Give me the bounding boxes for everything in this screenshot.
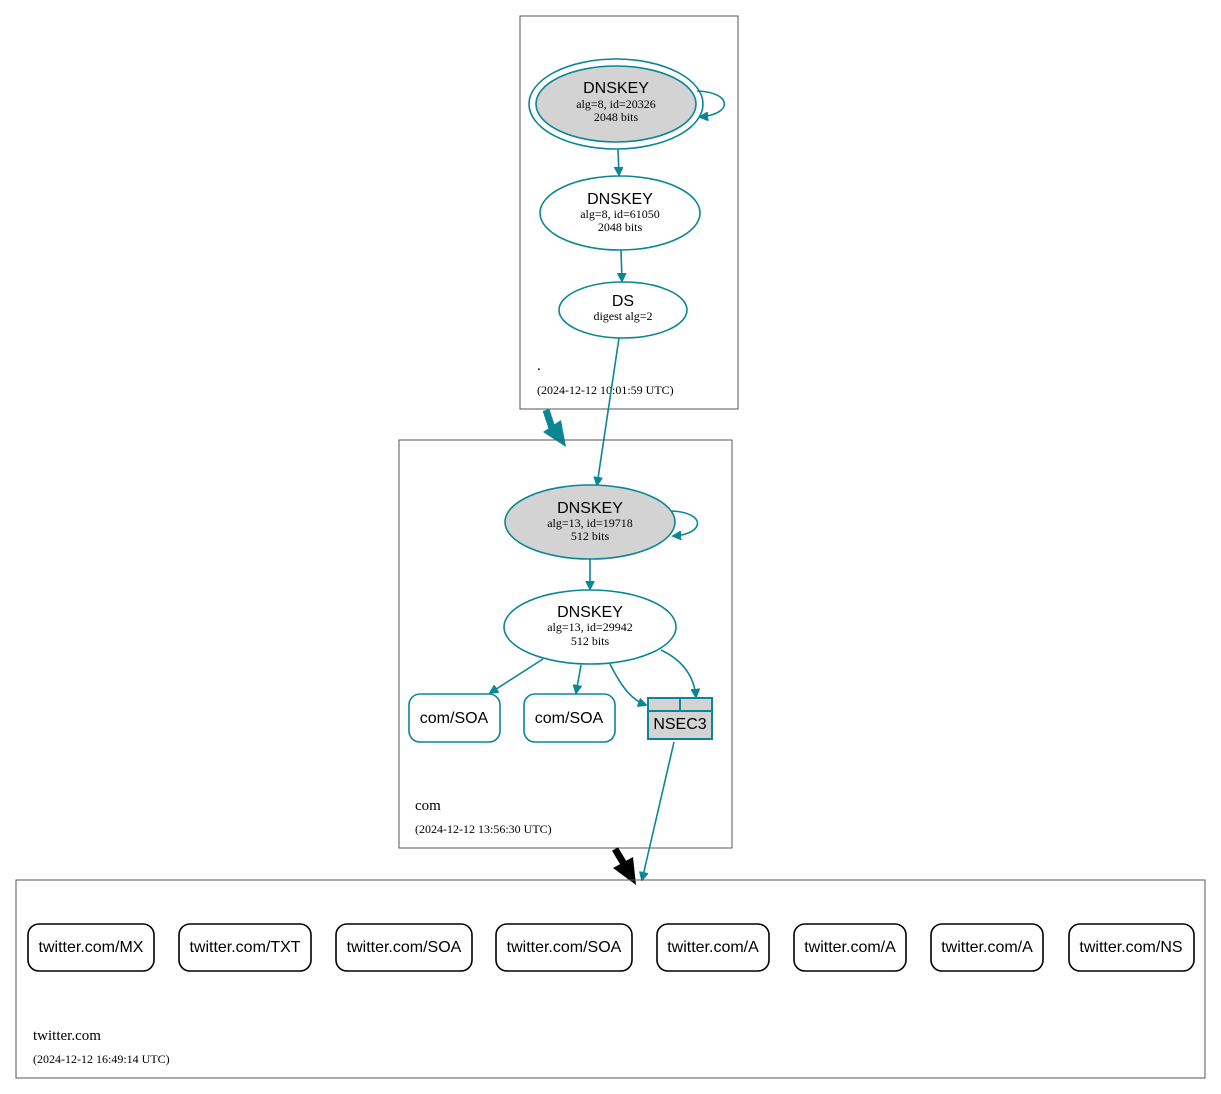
com-ksk-line1: alg=13, id=19718	[547, 516, 633, 530]
twitter-rrset-label: twitter.com/MX	[39, 939, 144, 956]
root-zsk-line1: alg=8, id=61050	[580, 207, 660, 221]
twitter-zone-timestamp: (2024-12-12 16:49:14 UTC)	[33, 1052, 170, 1066]
com-zone-name: com	[415, 798, 441, 814]
root-zsk-title: DNSKEY	[587, 191, 653, 208]
zone-twitter: twitter.com/MX twitter.com/TXT twitter.c…	[15, 879, 1206, 1079]
twitter-soa-node-1[interactable]: twitter.com/SOA	[335, 923, 473, 972]
com-zone-timestamp: (2024-12-12 13:56:30 UTC)	[415, 822, 552, 836]
twitter-mx-node[interactable]: twitter.com/MX	[27, 923, 155, 972]
root-ksk-to-zsk-edge	[618, 148, 619, 175]
com-ksk-node[interactable]: DNSKEY alg=13, id=19718 512 bits	[504, 484, 676, 560]
root-zone-timestamp: (2024-12-12 10:01:59 UTC)	[537, 383, 674, 397]
com-nsec3-node[interactable]: NSEC3	[647, 697, 713, 740]
com-zsk-line1: alg=13, id=29942	[547, 620, 633, 634]
root-zone-name: .	[537, 358, 541, 374]
twitter-a-node-3[interactable]: twitter.com/A	[930, 923, 1044, 972]
twitter-txt-node[interactable]: twitter.com/TXT	[178, 923, 312, 972]
com-nsec3-label: NSEC3	[653, 716, 706, 733]
root-ds-line1: digest alg=2	[593, 309, 652, 323]
root-zsk-node[interactable]: DNSKEY alg=8, id=61050 2048 bits	[539, 175, 701, 251]
nsec3-to-twitter-edge	[642, 741, 675, 880]
root-ds-node[interactable]: DS digest alg=2	[558, 281, 688, 339]
root-ksk-title: DNSKEY	[583, 80, 649, 97]
twitter-ns-node[interactable]: twitter.com/NS	[1068, 923, 1195, 972]
twitter-rrset-label: twitter.com/A	[667, 939, 759, 956]
twitter-a-node-2[interactable]: twitter.com/A	[793, 923, 907, 972]
root-ksk-line1: alg=8, id=20326	[576, 97, 656, 111]
twitter-zone-name: twitter.com	[33, 1028, 101, 1044]
delegation-root-to-com	[542, 408, 566, 447]
root-ds-title: DS	[612, 293, 634, 310]
com-zsk-to-nsec3-edge-a	[609, 663, 646, 705]
root-ksk-line2: 2048 bits	[594, 110, 639, 124]
twitter-rrset-label: twitter.com/NS	[1079, 939, 1182, 956]
zone-root-box	[519, 15, 739, 410]
root-zsk-to-ds-edge	[621, 249, 622, 281]
com-zsk-node[interactable]: DNSKEY alg=13, id=29942 512 bits	[503, 589, 677, 665]
zone-root: DNSKEY alg=8, id=20326 2048 bits DNSKEY …	[519, 15, 739, 410]
twitter-rrset-label: twitter.com/SOA	[347, 939, 462, 956]
root-ds-to-com-ksk-edge	[597, 337, 620, 485]
com-ksk-line2: 512 bits	[571, 529, 610, 543]
zone-twitter-box	[15, 879, 1206, 1079]
zone-com-box	[398, 439, 733, 849]
com-zsk-to-soa-1-edge	[490, 658, 544, 693]
com-ksk-title: DNSKEY	[557, 500, 623, 517]
com-zsk-title: DNSKEY	[557, 604, 623, 621]
delegation-com-to-twitter	[611, 847, 636, 885]
twitter-rrset-label: twitter.com/A	[941, 939, 1033, 956]
zone-com: DNSKEY alg=13, id=19718 512 bits DNSKEY …	[398, 439, 733, 849]
com-ksk-self-edge	[670, 510, 699, 536]
com-soa-node-2[interactable]: com/SOA	[523, 693, 616, 743]
com-soa-label-1: com/SOA	[420, 710, 489, 727]
twitter-rrset-label: twitter.com/TXT	[189, 939, 300, 956]
root-ksk-node[interactable]: DNSKEY alg=8, id=20326 2048 bits	[528, 58, 704, 150]
root-zsk-line2: 2048 bits	[598, 220, 643, 234]
twitter-a-node-1[interactable]: twitter.com/A	[656, 923, 770, 972]
com-zsk-to-soa-2-edge	[576, 664, 581, 693]
com-soa-node-1[interactable]: com/SOA	[408, 693, 501, 743]
twitter-soa-node-2[interactable]: twitter.com/SOA	[495, 923, 633, 972]
com-zsk-to-nsec3-edge-b	[660, 649, 696, 697]
com-zsk-line2: 512 bits	[571, 634, 610, 648]
root-ksk-self-edge	[696, 90, 726, 117]
com-soa-label-2: com/SOA	[535, 710, 604, 727]
twitter-rrset-label: twitter.com/A	[804, 939, 896, 956]
twitter-rrset-label: twitter.com/SOA	[507, 939, 622, 956]
